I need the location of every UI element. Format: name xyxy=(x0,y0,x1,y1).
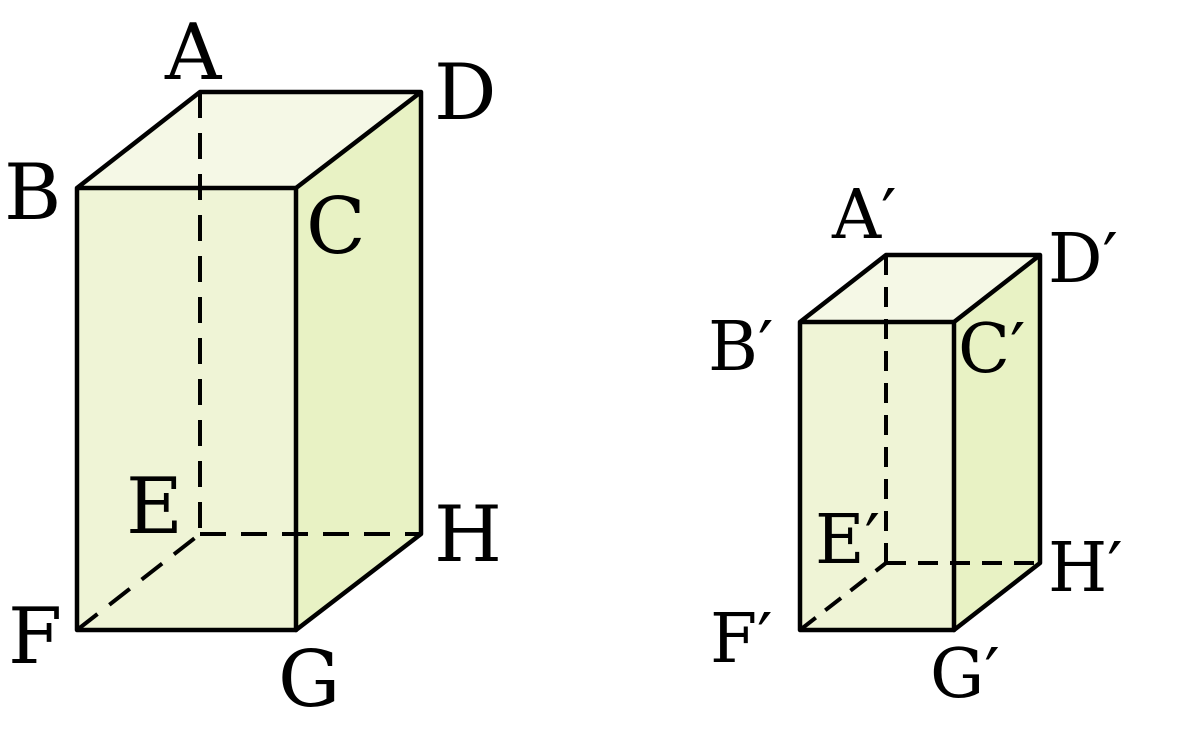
large-side-face xyxy=(296,92,421,630)
small-vertex-label-c: C′ xyxy=(958,310,1025,389)
small-hidden-edge-fe xyxy=(798,561,888,632)
large-vertex-label-c: C xyxy=(306,182,366,272)
large-vertex-label-a: A xyxy=(164,8,223,98)
small-vertex-label-f: F′ xyxy=(710,600,773,679)
small-visible-edges xyxy=(797,252,1043,633)
small-vertex-label-d: D′ xyxy=(1048,220,1118,299)
large-vertex-label-f: F xyxy=(8,592,62,682)
small-front-face xyxy=(800,322,954,630)
large-top-face xyxy=(77,92,421,188)
large-vertex-label-h: H xyxy=(434,490,502,580)
small-vertex-label-h: H′ xyxy=(1048,529,1123,608)
small-vertex-label-g: G′ xyxy=(930,635,1000,714)
large-prism: A B C D E F G H xyxy=(4,8,502,725)
large-vertex-label-g: G xyxy=(278,635,340,725)
small-side-face xyxy=(954,255,1040,630)
large-vertex-label-b: B xyxy=(4,148,61,238)
small-vertex-label-a: A′ xyxy=(831,176,897,255)
small-top-face xyxy=(800,255,1040,322)
large-hidden-edge-fe xyxy=(75,532,202,632)
large-vertex-label-d: D xyxy=(434,48,497,138)
small-prism: A′ B′ C′ D′ E′ F′ G′ H′ xyxy=(708,176,1123,714)
large-vertex-label-e: E xyxy=(126,462,183,552)
large-front-face xyxy=(77,188,296,630)
small-vertex-label-e: E′ xyxy=(815,501,880,580)
large-visible-edges xyxy=(74,89,424,633)
small-vertex-label-b: B′ xyxy=(708,308,773,387)
